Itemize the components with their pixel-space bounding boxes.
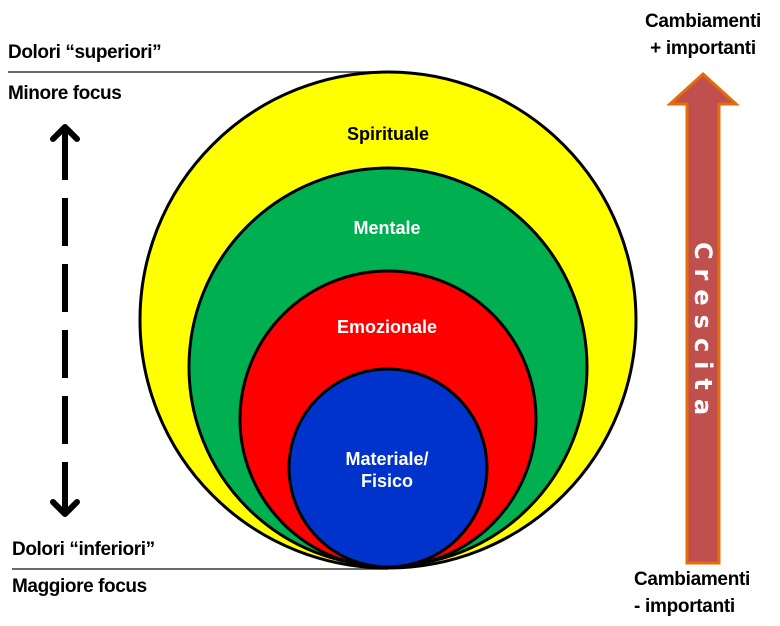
label-materiale: Materiale/ <box>345 449 428 469</box>
top-change-line2: + importanti <box>650 38 756 59</box>
label-mentale: Mentale <box>353 218 420 238</box>
label-fisico: Fisico <box>361 471 413 491</box>
top-focus-subtitle: Minore focus <box>8 83 122 104</box>
bottom-change-label: Cambiamenti - importanti <box>634 566 780 620</box>
growth-arrow-icon <box>666 71 740 565</box>
dashed-double-arrow-icon <box>50 124 80 517</box>
label-emozionale: Emozionale <box>337 317 437 337</box>
top-pain-title: Dolori “superiori” <box>8 42 162 63</box>
circle-materiale-fisico <box>287 367 489 569</box>
label-spirituale: Spirituale <box>347 124 429 144</box>
bottom-pain-title: Dolori “inferiori” <box>12 539 155 560</box>
bottom-change-line1: Cambiamenti <box>634 569 751 590</box>
top-change-line1: Cambiamenti <box>644 11 761 32</box>
bottom-change-line2: - importanti <box>634 596 735 617</box>
top-change-label: Cambiamenti + importanti <box>630 8 776 62</box>
bottom-focus-subtitle: Maggiore focus <box>12 576 147 597</box>
crescita-label: Crescita <box>689 242 717 424</box>
